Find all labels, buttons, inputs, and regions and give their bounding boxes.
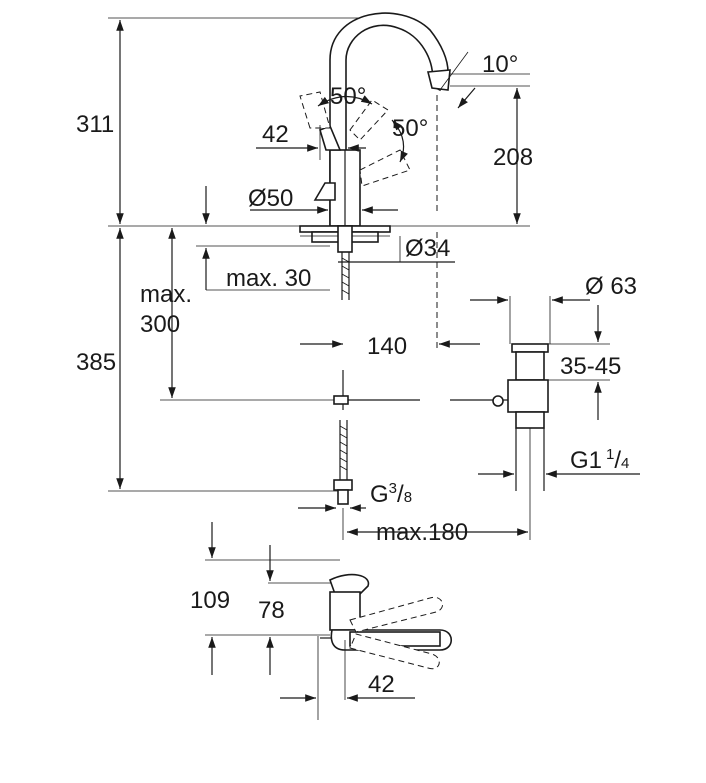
label-range-35-45: 35-45 xyxy=(560,353,621,380)
label-height-208: 208 xyxy=(493,144,533,171)
label-thread-g38: G3/8 xyxy=(370,480,412,508)
label-max-180: max.180 xyxy=(376,519,468,546)
faucet-base-fixing xyxy=(299,225,391,300)
faucet-top-view xyxy=(205,559,453,720)
label-angle-50-top: 50° xyxy=(330,83,366,110)
label-max-30: max. 30 xyxy=(226,265,311,292)
label-angle-50-right: 50° xyxy=(392,115,428,142)
label-diameter-34: Ø34 xyxy=(405,235,450,262)
label-diameter-50: Ø50 xyxy=(248,185,293,212)
waste-valve xyxy=(450,343,549,491)
label-max-prefix: max. xyxy=(140,281,192,308)
baseline-lines xyxy=(108,17,530,492)
label-dim-109: 109 xyxy=(190,587,230,614)
label-width-42-bottom: 42 xyxy=(368,671,395,698)
label-dim-78: 78 xyxy=(258,597,285,624)
label-width-42-top: 42 xyxy=(262,121,289,148)
label-height-385: 385 xyxy=(76,349,116,376)
label-width-140: 140 xyxy=(367,333,407,360)
label-height-311: 311 xyxy=(76,111,114,138)
label-max-300: 300 xyxy=(140,311,180,338)
supply-line-assembly xyxy=(160,370,420,505)
label-angle-10: 10° xyxy=(482,51,518,78)
label-diameter-63: Ø 63 xyxy=(585,273,637,300)
